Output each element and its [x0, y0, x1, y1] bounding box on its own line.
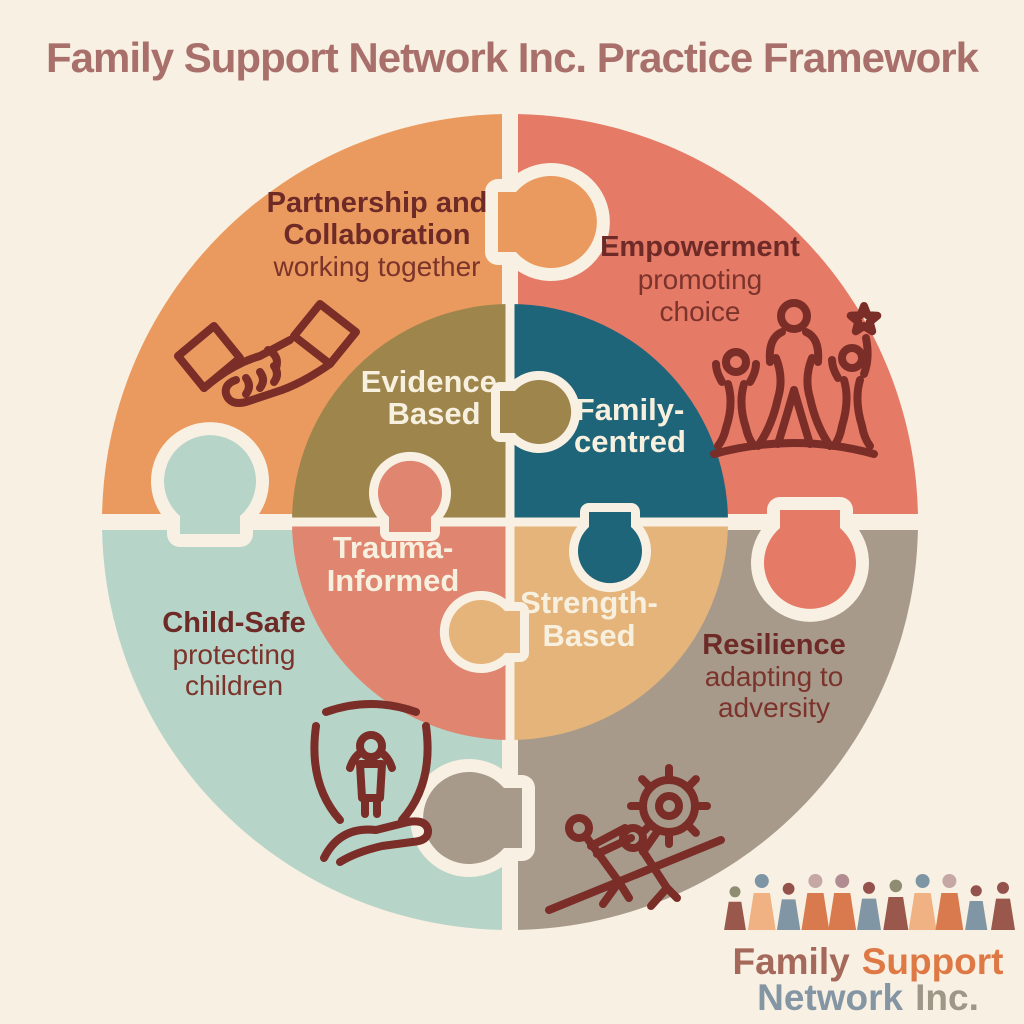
logo-name-line2: Network Inc.: [757, 977, 979, 1018]
evidence-based-label-line1: Evidence-: [361, 364, 507, 399]
logo-word-family: Family: [732, 941, 850, 982]
family-centred-label-line1: Family-: [576, 392, 685, 427]
logo-person-head: [942, 874, 957, 888]
partnership-sublabel: working together: [272, 251, 480, 282]
logo-person-head: [889, 879, 903, 893]
puzzle-knob-coral: [764, 510, 856, 609]
puzzle-piece-trauma-informed: [292, 522, 510, 740]
star-icon: [846, 302, 882, 336]
logo-person-figure: [747, 893, 776, 930]
evidence-based-label-line2: Based: [387, 396, 480, 431]
trauma-informed-label-line1: Trauma-: [333, 530, 454, 565]
logo-word-support: Support: [862, 941, 1004, 982]
people-celebrating-star-icon: [710, 299, 882, 458]
logo-person-head: [835, 874, 850, 888]
family-centred-label-line2: centred: [574, 424, 686, 459]
logo-person-head: [754, 874, 769, 888]
inner-puzzle-circle: [292, 304, 728, 740]
puzzle-piece-family-centred: [510, 304, 728, 522]
strength-based-label-line2: Based: [542, 618, 635, 653]
organisation-logo: Family Support Network Inc.: [724, 874, 1015, 1018]
partnership-label-line2: Collaboration: [284, 219, 471, 251]
people-pushing-gear-icon: [545, 764, 725, 914]
resilience-sublabel-line1: adapting to: [705, 661, 844, 692]
child-safe-sublabel-line1: protecting: [173, 639, 296, 670]
puzzle-piece-strength-based: [510, 522, 728, 740]
partnership-label-line1: Partnership and: [267, 187, 488, 219]
trauma-informed-label-line2: Informed: [327, 563, 460, 598]
puzzle-knob-taupe: [423, 772, 522, 864]
logo-person-figure: [908, 893, 937, 930]
puzzle-knob-salmon: [378, 461, 442, 532]
logo-people-figures: [724, 874, 1015, 930]
logo-person-head: [729, 886, 741, 898]
puzzle-knob-orange: [498, 176, 597, 268]
child-safe-label: Child-Safe: [162, 607, 305, 639]
logo-person-figure: [776, 899, 801, 930]
logo-word-network: Network: [757, 977, 903, 1018]
logo-person-figure: [991, 898, 1015, 930]
logo-person-figure: [828, 893, 857, 930]
logo-person-head: [863, 881, 875, 894]
puzzle-piece-evidence-based: [292, 304, 510, 522]
puzzle-knob-tan: [449, 600, 520, 664]
logo-person-head: [808, 874, 823, 888]
logo-person-figure: [883, 897, 909, 930]
handshake-icon: [174, 300, 360, 407]
child-safe-sublabel-line2: children: [185, 670, 283, 701]
empowerment-label: Empowerment: [600, 231, 800, 263]
logo-person-figure: [724, 901, 746, 930]
empowerment-sublabel-line1: promoting: [638, 264, 763, 295]
puzzle-knob-olive: [500, 380, 571, 444]
logo-person-figure: [801, 893, 830, 930]
logo-person-figure: [935, 893, 964, 930]
logo-person-head: [915, 874, 930, 888]
strength-based-label-line1: Strength-: [520, 585, 658, 620]
logo-word-inc: Inc.: [915, 977, 979, 1018]
logo-name-line1: Family Support: [732, 941, 1003, 982]
logo-person-figure: [965, 901, 988, 930]
logo-person-head: [782, 882, 795, 895]
empowerment-sublabel-line2: choice: [660, 296, 741, 327]
logo-person-figure: [857, 898, 881, 930]
page-title: Family Support Network Inc. Practice Fra…: [46, 34, 979, 81]
puzzle-knob-teal: [578, 512, 642, 583]
logo-person-head: [970, 885, 982, 897]
puzzle-knob-mint: [164, 435, 256, 534]
logo-person-head: [997, 881, 1009, 894]
resilience-label: Resilience: [702, 629, 845, 661]
piece-labels: Partnership and Collaboration working to…: [162, 187, 845, 723]
shield-child-hand-icon: [310, 700, 433, 866]
resilience-sublabel-line2: adversity: [718, 692, 830, 723]
